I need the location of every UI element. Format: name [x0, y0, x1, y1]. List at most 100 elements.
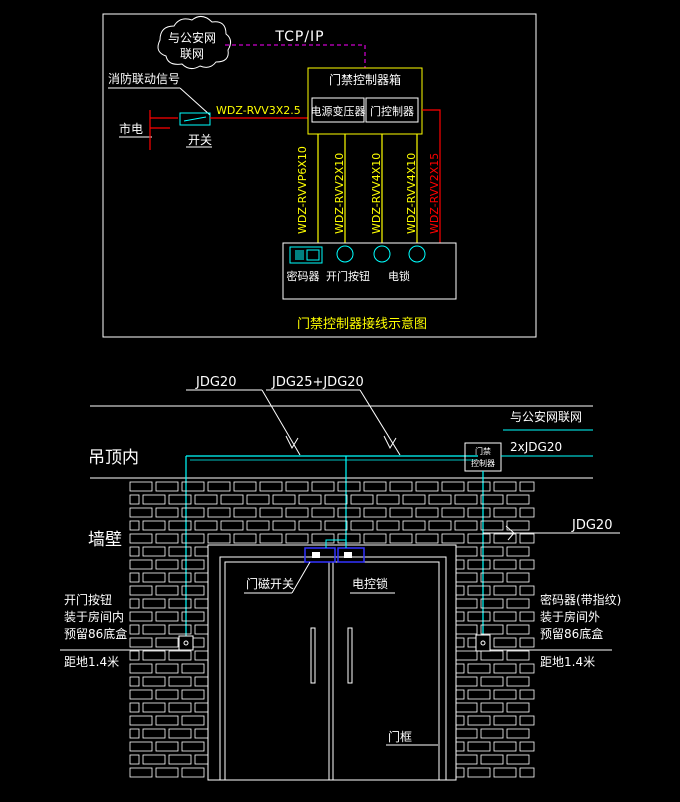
brick — [142, 520, 166, 531]
keypad-keys — [306, 249, 320, 261]
brick — [506, 676, 530, 687]
brick — [142, 546, 166, 557]
cable-label-3: WDZ-RVV4X10 — [370, 153, 383, 234]
magnet-switch-label: 门磁开关 — [246, 576, 294, 591]
brick — [389, 481, 413, 492]
brick — [519, 507, 535, 518]
brick — [454, 650, 478, 661]
brick — [493, 767, 517, 778]
brick — [493, 559, 517, 570]
brick — [129, 572, 140, 583]
brick — [493, 741, 517, 752]
brick — [402, 494, 426, 505]
brick — [506, 650, 530, 661]
brick — [519, 637, 535, 648]
brick — [480, 754, 504, 765]
brick — [207, 533, 231, 544]
brick — [506, 520, 530, 531]
schematic-caption: 门禁控制器接线示意图 — [297, 316, 427, 332]
keypad-screen — [295, 250, 304, 260]
brick — [129, 702, 140, 713]
brick — [246, 520, 270, 531]
left-note-line-2: 装于房间内 — [64, 609, 124, 624]
door-left-handle — [310, 627, 316, 684]
brick — [129, 494, 140, 505]
switch-blade — [183, 116, 207, 122]
ceiling-label: 吊顶内 — [88, 448, 139, 468]
brick — [415, 533, 439, 544]
transformer-label: 电源变压器 — [311, 104, 366, 118]
brick — [259, 533, 283, 544]
brick — [506, 754, 530, 765]
left-note-line-4: 距地1.4米 — [64, 655, 119, 669]
brick — [129, 650, 140, 661]
brick — [155, 611, 179, 622]
brick — [129, 741, 153, 752]
door-frame-label: 门框 — [388, 729, 412, 744]
cloud-line-1: 与公安网 — [168, 30, 216, 45]
brick — [467, 767, 491, 778]
brick — [480, 494, 504, 505]
brick — [506, 572, 530, 583]
ceiling-conduit — [185, 455, 478, 640]
brick — [337, 533, 361, 544]
brick — [142, 728, 166, 739]
conduit-2x-label: 2xJDG20 — [510, 440, 562, 454]
brick — [155, 585, 179, 596]
brick — [129, 507, 153, 518]
brick — [194, 494, 218, 505]
brick — [454, 702, 478, 713]
brick — [428, 494, 452, 505]
brick — [181, 481, 205, 492]
brick — [493, 481, 517, 492]
cabinet-box — [307, 67, 423, 135]
brick — [454, 676, 478, 687]
police-net-label: 与公安网联网 — [510, 409, 582, 424]
brick — [467, 559, 491, 570]
brick — [181, 689, 205, 700]
brick — [142, 494, 166, 505]
brick — [402, 520, 426, 531]
brick — [493, 507, 517, 518]
device-box — [282, 242, 457, 300]
door-left-leaf — [224, 561, 330, 781]
brick — [337, 481, 361, 492]
brick — [454, 546, 478, 557]
brick — [311, 507, 335, 518]
lock-device — [337, 547, 365, 563]
schematic-frame — [102, 13, 537, 338]
conduit-mid-tick — [383, 435, 397, 450]
door-right-handle — [347, 627, 353, 684]
brick — [129, 715, 153, 726]
button-wall-dot — [183, 640, 189, 646]
brick — [142, 676, 166, 687]
electric-lock-label: 电控锁 — [352, 576, 388, 591]
cloud-shape — [157, 16, 232, 70]
brick — [480, 624, 504, 635]
brick — [298, 494, 322, 505]
brick — [129, 559, 153, 570]
brick — [129, 767, 153, 778]
cable-label-2: WDZ-RVV2X10 — [333, 153, 346, 234]
brick — [467, 689, 491, 700]
door-right-leaf — [332, 561, 440, 781]
brick — [155, 767, 179, 778]
brick — [129, 728, 140, 739]
brick — [129, 689, 153, 700]
brick — [363, 481, 387, 492]
magnet-core — [312, 552, 320, 558]
keypad-wall-dot — [480, 640, 486, 646]
brick — [129, 624, 140, 635]
cable-label-4: WDZ-RVV4X10 — [405, 153, 418, 234]
controller-box-line-2: 控制器 — [471, 458, 495, 468]
controller-box — [365, 97, 419, 123]
brick — [467, 715, 491, 726]
brick — [454, 728, 478, 739]
switch-box — [179, 112, 211, 126]
brick — [454, 520, 478, 531]
brick — [181, 663, 205, 674]
brick — [168, 546, 192, 557]
brick — [506, 546, 530, 557]
brick — [467, 481, 491, 492]
brick — [129, 533, 153, 544]
